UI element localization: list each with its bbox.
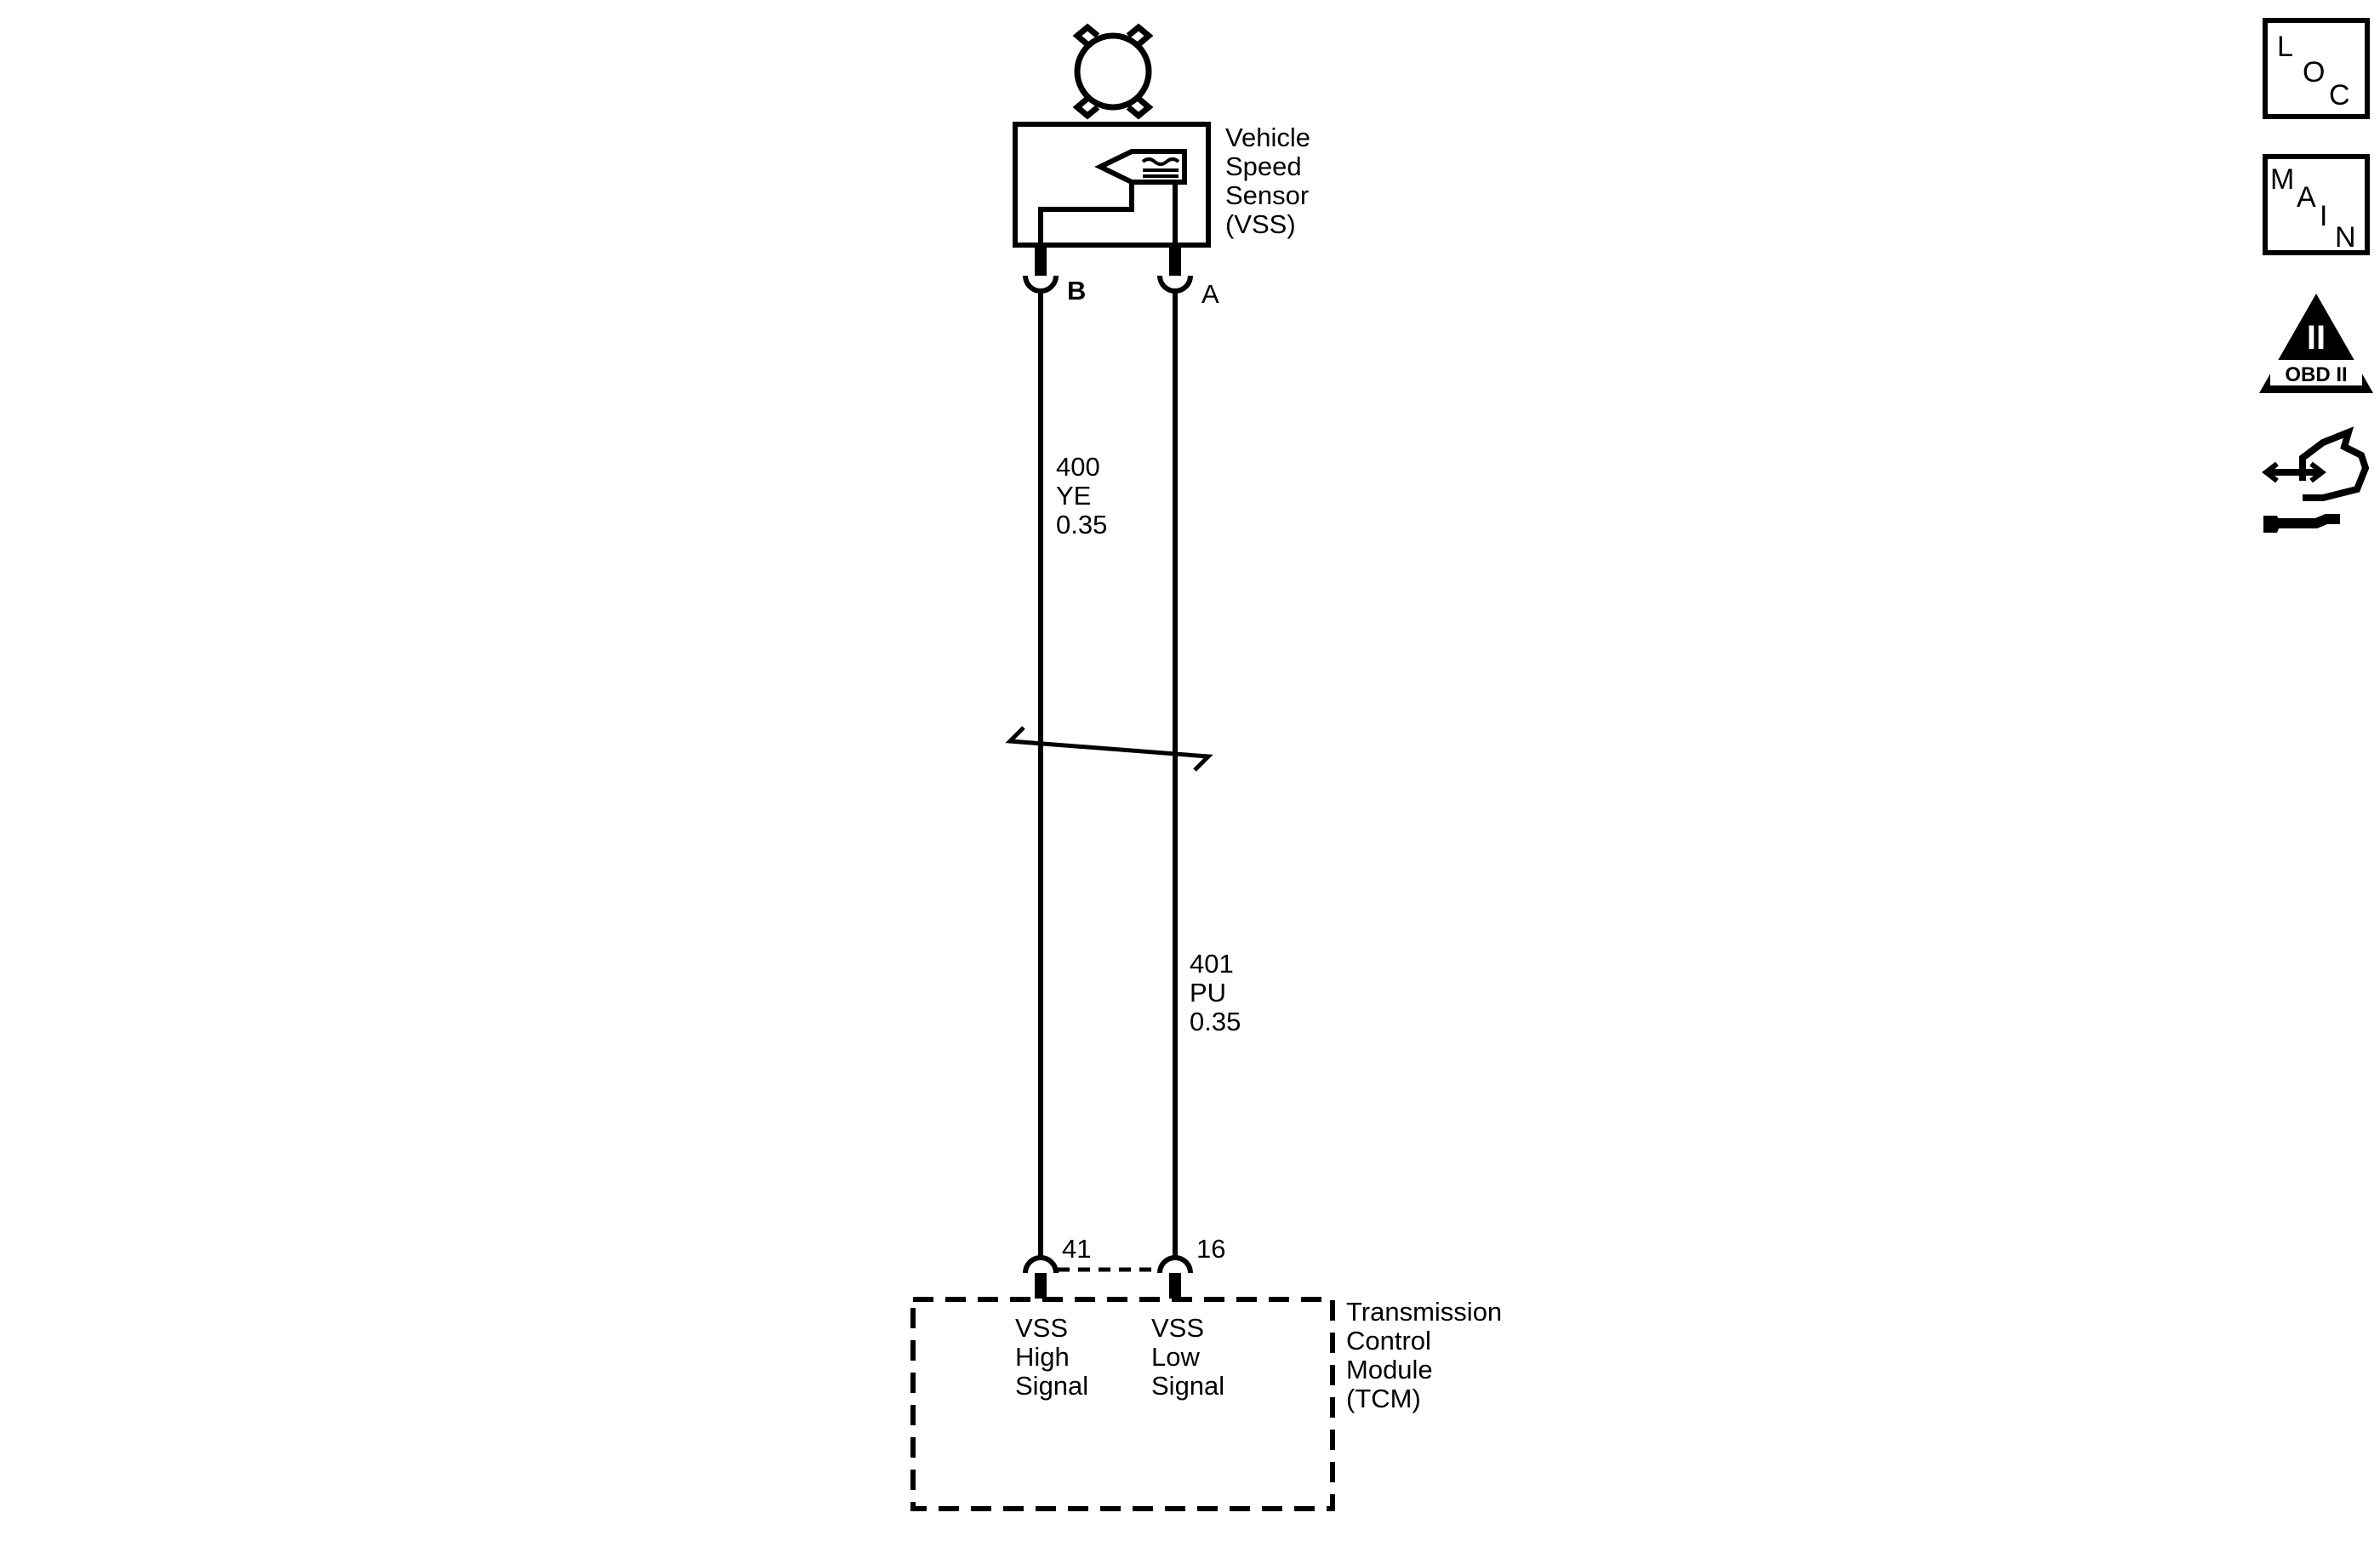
tcm-label: Transmission Control Module (TCM) bbox=[1346, 1297, 1502, 1413]
main-icon[interactable]: M A I N bbox=[2263, 154, 2370, 255]
vss-low-line-3: Signal bbox=[1151, 1371, 1224, 1401]
obd-ii-label: OBD II bbox=[2285, 363, 2347, 386]
sensor-pin-b-label: B bbox=[1067, 276, 1086, 305]
vss-component: Vehicle Speed Sensor (VSS) bbox=[1013, 122, 1310, 248]
main-icon-letter-m: M bbox=[2270, 163, 2294, 196]
main-icon-letter-a: A bbox=[2297, 181, 2316, 214]
wire-break-symbol bbox=[1005, 726, 1213, 772]
module-connector bbox=[1023, 1255, 1193, 1299]
loc-icon[interactable]: L O C bbox=[2263, 18, 2370, 119]
wire-401-label: 401 PU 0.35 bbox=[1190, 949, 1241, 1036]
vss-label-line-3: Sensor bbox=[1225, 180, 1309, 210]
loc-icon-letter-c: C bbox=[2329, 79, 2350, 111]
tcm-label-line-3: Module bbox=[1346, 1355, 1433, 1384]
vss-low-line-2: Low bbox=[1151, 1342, 1200, 1372]
obd-ii-icon[interactable]: II OBD II bbox=[2259, 294, 2373, 393]
tcm-label-line-1: Transmission bbox=[1346, 1297, 1502, 1327]
vss-label-line-2: Speed bbox=[1225, 151, 1302, 181]
wire-400-color: YE bbox=[1056, 481, 1091, 511]
vss-low-signal-label: VSS Low Signal bbox=[1151, 1313, 1224, 1401]
module-pin-16-label: 16 bbox=[1196, 1234, 1225, 1264]
vss-high-line-1: VSS bbox=[1015, 1313, 1068, 1343]
module-pin-41-label: 41 bbox=[1062, 1234, 1091, 1264]
wire-401-color: PU bbox=[1190, 978, 1226, 1007]
main-icon-letter-i: I bbox=[2320, 200, 2327, 232]
vss-high-line-2: High bbox=[1015, 1342, 1070, 1372]
vss-label-line-4: (VSS) bbox=[1225, 209, 1296, 239]
wire-400-gauge: 0.35 bbox=[1056, 510, 1107, 539]
vss-low-line-1: VSS bbox=[1151, 1313, 1204, 1343]
wire-401-gauge: 0.35 bbox=[1190, 1007, 1241, 1036]
main-icon-letter-n: N bbox=[2335, 221, 2356, 254]
wire-400-label: 400 YE 0.35 bbox=[1056, 452, 1107, 539]
obd-ii-numeral: II bbox=[2307, 319, 2326, 357]
wire-400-circuit: 400 bbox=[1056, 452, 1100, 482]
loc-icon-letter-o: O bbox=[2303, 56, 2325, 88]
vss-label-line-1: Vehicle bbox=[1225, 123, 1310, 152]
vss-high-signal-label: VSS High Signal bbox=[1015, 1313, 1088, 1401]
tcm-box bbox=[910, 1297, 1335, 1511]
sensor-element-icon bbox=[1038, 149, 1187, 245]
vss-box bbox=[1013, 122, 1211, 248]
vss-label: Vehicle Speed Sensor (VSS) bbox=[1225, 123, 1310, 239]
tcm-label-line-4: (TCM) bbox=[1346, 1384, 1421, 1413]
wire-401-circuit: 401 bbox=[1190, 949, 1234, 979]
vss-high-line-3: Signal bbox=[1015, 1371, 1088, 1401]
sensor-symbol-icon bbox=[1072, 23, 1154, 120]
sensor-pin-a-label: A bbox=[1201, 279, 1219, 309]
tcm-label-line-2: Control bbox=[1346, 1326, 1431, 1356]
loc-icon-letter-l: L bbox=[2277, 31, 2293, 63]
sensor-connector bbox=[1023, 247, 1193, 294]
connector-end-view-icon[interactable] bbox=[2262, 426, 2370, 533]
